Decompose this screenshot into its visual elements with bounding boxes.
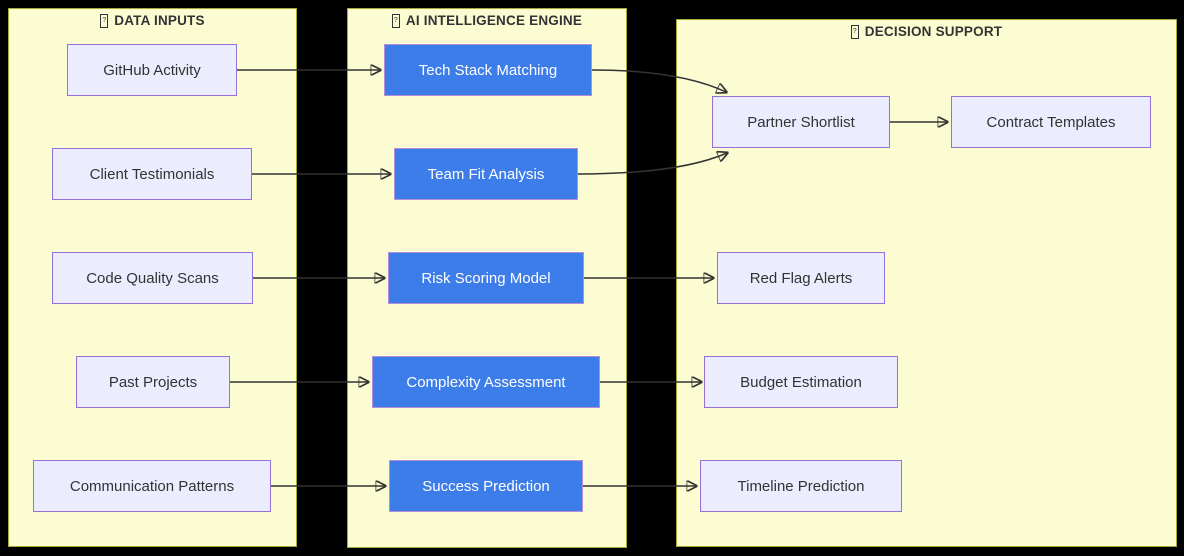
node-timeline-prediction: Timeline Prediction — [700, 460, 902, 512]
group-title-label: DECISION SUPPORT — [864, 24, 1003, 39]
node-past-projects: Past Projects — [76, 356, 230, 408]
missing-glyph-icon: ? — [100, 13, 109, 28]
node-red-flag-alerts: Red Flag Alerts — [717, 252, 885, 304]
group-title-label: AI INTELLIGENCE ENGINE — [405, 13, 583, 28]
node-communication-patterns: Communication Patterns — [33, 460, 271, 512]
node-tech-stack-matching: Tech Stack Matching — [384, 44, 592, 96]
node-code-quality-scans: Code Quality Scans — [52, 252, 253, 304]
group-ai-intelligence-engine-title: ? AI INTELLIGENCE ENGINE — [348, 13, 626, 28]
node-client-testimonials: Client Testimonials — [52, 148, 252, 200]
group-data-inputs-title: ? DATA INPUTS — [9, 13, 296, 28]
group-decision-support-title: ? DECISION SUPPORT — [677, 24, 1176, 39]
group-title-label: DATA INPUTS — [114, 13, 205, 28]
edge-tech-to-partner — [591, 69, 726, 92]
missing-glyph-icon: ? — [850, 24, 859, 39]
node-github-activity: GitHub Activity — [67, 44, 237, 96]
node-complexity-assessment: Complexity Assessment — [372, 356, 600, 408]
node-contract-templates: Contract Templates — [951, 96, 1151, 148]
node-budget-estimation: Budget Estimation — [704, 356, 898, 408]
missing-glyph-icon: ? — [391, 13, 400, 28]
node-risk-scoring-model: Risk Scoring Model — [388, 252, 584, 304]
edge-team-to-partner — [577, 153, 727, 175]
node-team-fit-analysis: Team Fit Analysis — [394, 148, 578, 200]
node-partner-shortlist: Partner Shortlist — [712, 96, 890, 148]
node-success-prediction: Success Prediction — [389, 460, 583, 512]
